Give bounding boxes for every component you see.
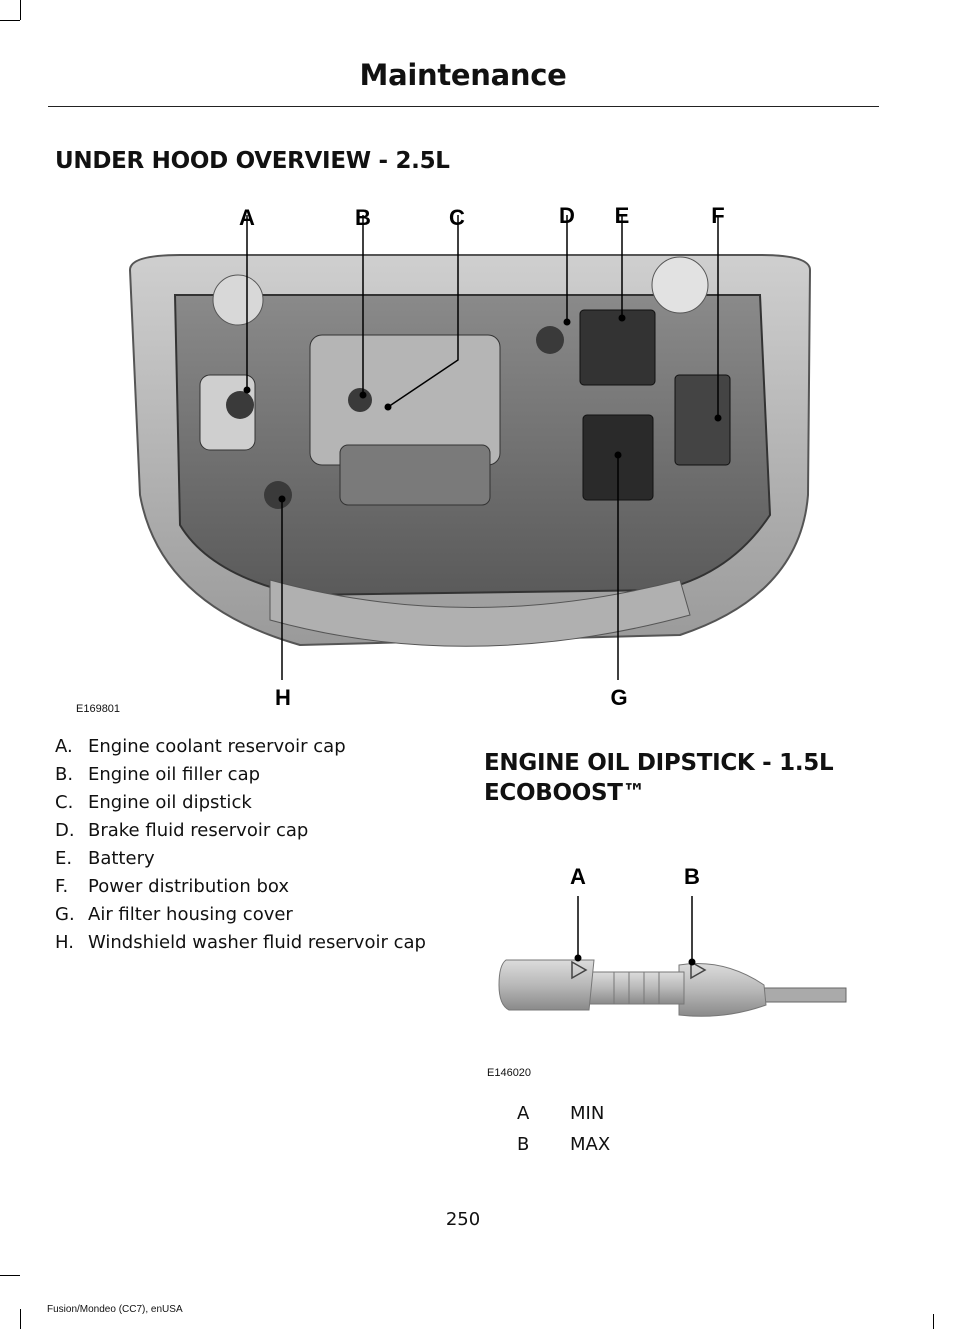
legend-text: Engine oil dipstick (88, 792, 252, 813)
legend-text: Windshield washer fluid reservoir cap (88, 932, 426, 953)
callout-c: C (449, 205, 465, 230)
legend-key: A. (55, 736, 73, 757)
legend-key: D. (55, 820, 75, 841)
legend-item: A MIN (517, 1100, 610, 1131)
crop-mark-bottom-right (933, 1314, 934, 1329)
legend-item: B. Engine oil filler cap (55, 762, 426, 790)
crop-mark-bottom-left-h (0, 1275, 20, 1276)
legend-text: MAX (570, 1134, 611, 1155)
legend-item: E. Battery (55, 846, 426, 874)
callout-h: H (275, 685, 291, 710)
legend-item: H. Windshield washer fluid reservoir cap (55, 930, 426, 958)
dipstick-heading-line2: ECOBOOST™ (484, 780, 646, 806)
crop-mark-top-left (20, 0, 21, 20)
dipstick-figure: A B (498, 864, 847, 1017)
legend-text: Air filter housing cover (88, 904, 293, 925)
legend-item: C. Engine oil dipstick (55, 790, 426, 818)
callout-a: A (239, 205, 255, 230)
crop-mark-bottom-left (20, 1309, 21, 1329)
legend-text: MIN (570, 1103, 605, 1124)
legend-text: Power distribution box (88, 876, 289, 897)
dipstick-callout-b: B (684, 864, 700, 889)
legend-key: B (517, 1134, 530, 1155)
dipstick-heading-line1: ENGINE OIL DIPSTICK - 1.5L (484, 750, 834, 776)
underhood-figure: A B C D E F G H (128, 203, 812, 710)
underhood-figure-code: E169801 (76, 703, 121, 715)
underhood-legend: A. Engine coolant reservoir cap B. Engine … (55, 734, 426, 958)
dipstick-legend: A MIN B MAX (517, 1100, 610, 1162)
legend-key: E. (55, 848, 73, 869)
legend-item: B MAX (517, 1131, 610, 1162)
legend-key: A (517, 1103, 530, 1124)
dipstick-heading: ENGINE OIL DIPSTICK - 1.5L ECOBOOST™ (484, 748, 834, 808)
legend-key: B. (55, 764, 74, 785)
legend-key: F. (55, 876, 69, 897)
crop-mark-top-left-h (0, 20, 20, 21)
underhood-heading: UNDER HOOD OVERVIEW - 2.5L (55, 148, 450, 174)
legend-item: G. Air filter housing cover (55, 902, 426, 930)
legend-item: F. Power distribution box (55, 874, 426, 902)
legend-key: G. (55, 904, 75, 925)
legend-text: Engine oil filler cap (88, 764, 261, 785)
header-rule (48, 106, 879, 107)
callout-e: E (615, 203, 630, 228)
dipstick-figure-code: E146020 (487, 1067, 532, 1079)
callout-g: G (610, 685, 627, 710)
legend-key: H. (55, 932, 74, 953)
legend-key: C. (55, 792, 74, 813)
callout-d: D (559, 203, 575, 228)
legend-item: A. Engine coolant reservoir cap (55, 734, 426, 762)
legend-text: Brake fluid reservoir cap (88, 820, 309, 841)
footer-text: Fusion/Mondeo (CC7), enUSA (47, 1304, 183, 1315)
legend-text: Engine coolant reservoir cap (88, 736, 346, 757)
legend-item: D. Brake fluid reservoir cap (55, 818, 426, 846)
legend-text: Battery (88, 848, 155, 869)
callout-b: B (355, 205, 371, 230)
page-header-title: Maintenance (359, 58, 567, 92)
dipstick-callout-a: A (570, 864, 586, 889)
callout-f: F (711, 203, 724, 228)
page-number: 250 (445, 1209, 481, 1230)
